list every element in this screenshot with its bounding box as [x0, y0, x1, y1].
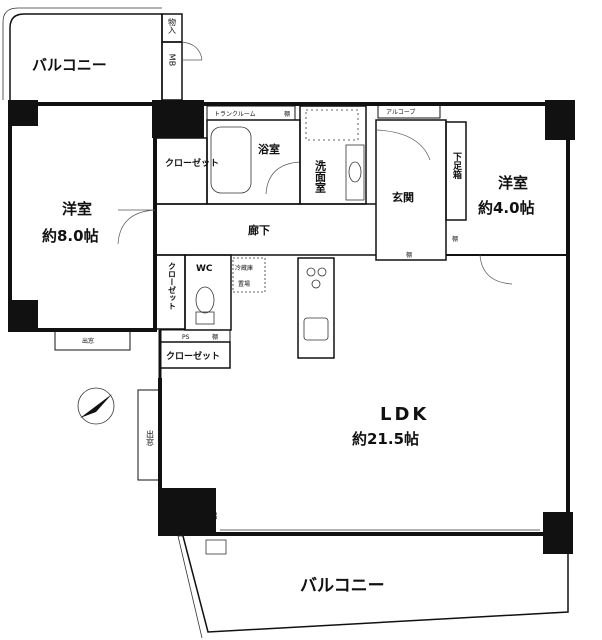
- alcove-label: アルコーブ: [386, 108, 415, 116]
- balcony-top-label: バルコニー: [32, 56, 107, 74]
- ldk-size: 約21.5帖: [352, 430, 419, 448]
- ldk-name: LDK: [380, 404, 429, 425]
- western-right-size: 約4.0帖: [478, 199, 535, 217]
- compass-icon: [77, 387, 115, 425]
- small-sb-label: SB: [211, 512, 218, 520]
- shelf-label-top: 棚: [284, 110, 290, 118]
- fridge-place-label: 置場: [238, 280, 250, 288]
- mb-label: MB: [168, 54, 177, 66]
- ps-label: PS: [182, 334, 190, 341]
- wc-label: WC: [196, 264, 213, 274]
- shelf-label-ps: 棚: [212, 333, 218, 341]
- out-window-label: 出窓: [146, 429, 155, 446]
- bay-window-label: 出窓: [82, 337, 94, 345]
- western-right-name: 洋室: [498, 174, 528, 192]
- closet-2-label: クローゼット: [168, 262, 177, 310]
- shelf-label-entrance: 棚: [406, 251, 412, 259]
- closet-3-label: クローゼット: [166, 350, 220, 362]
- corridor-label: 廊下: [248, 223, 270, 237]
- trunk-room-label: トランクルーム: [214, 111, 256, 118]
- bath-label: 浴室: [258, 142, 280, 156]
- balcony-bottom-label: バルコニー: [300, 576, 385, 596]
- fridge-label: 冷蔵庫: [235, 264, 253, 272]
- closet-1-label: クローゼット: [165, 157, 219, 169]
- entrance-label: 玄関: [392, 190, 414, 204]
- shelf-label-right: 棚: [452, 235, 458, 243]
- western-left-size: 約8.0帖: [42, 227, 99, 245]
- storage-label: 物入: [168, 17, 177, 34]
- shoe-box-label: 下足箱: [451, 152, 462, 180]
- balcony-top-area: [2, 7, 163, 100]
- western-left-name: 洋室: [62, 200, 92, 218]
- washroom-label: 洗面室: [314, 159, 327, 193]
